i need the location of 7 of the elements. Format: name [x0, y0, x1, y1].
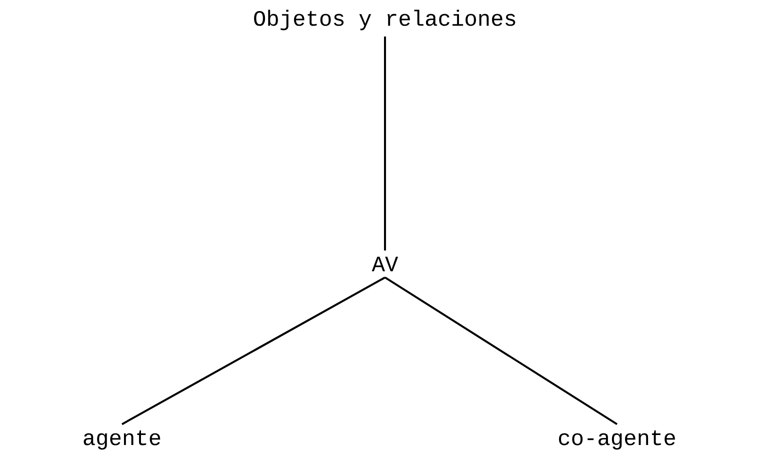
node-label: agente: [84, 430, 160, 450]
connector-line: [384, 36, 386, 251]
node-label: Objetos y relaciones: [254, 10, 516, 30]
connector-line: [122, 276, 386, 426]
connector-line: [384, 276, 618, 426]
node-label: AV: [372, 256, 398, 272]
node-label: co-agente: [559, 430, 675, 450]
